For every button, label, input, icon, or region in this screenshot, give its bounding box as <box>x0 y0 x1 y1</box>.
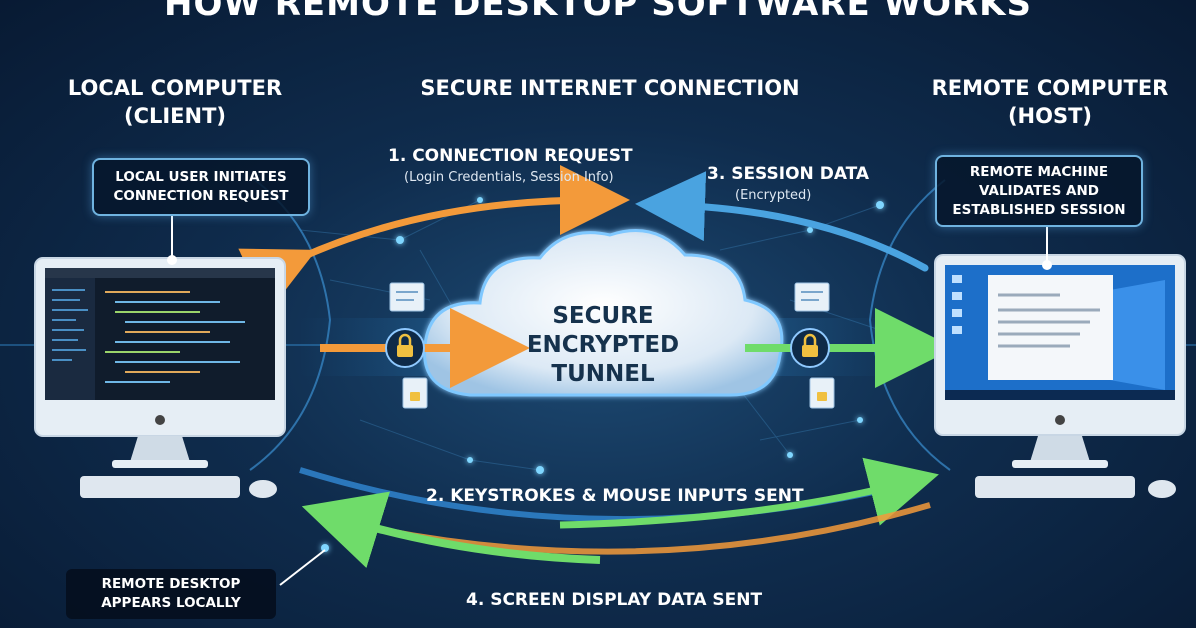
step-2-label: 2. KEYSTROKES & MOUSE INPUTS SENT <box>426 486 804 506</box>
local-callout-line2: CONNECTION REQUEST <box>113 188 289 204</box>
diagram-title: HOW REMOTE DESKTOP SOFTWARE WORKS <box>164 0 1032 24</box>
remote-callout-line3: ESTABLISHED SESSION <box>952 201 1126 218</box>
lock-icon-left <box>385 328 425 368</box>
remote-keyboard <box>975 476 1176 498</box>
remote-callout-line1: REMOTE MACHINE <box>969 163 1109 180</box>
bottom-callout-line1: REMOTE DESKTOP <box>101 576 241 592</box>
remote-machine-callout: REMOTE MACHINE VALIDATES AND ESTABLISHED… <box>935 155 1143 227</box>
internet-connection-header: SECURE INTERNET CONNECTION <box>420 76 800 100</box>
secure-tunnel-cloud: SECURE ENCRYPTED TUNNEL <box>488 302 718 389</box>
cloud-line3: TUNNEL <box>551 361 655 387</box>
remote-header-line1: REMOTE COMPUTER <box>931 76 1169 100</box>
step-4-label: 4. SCREEN DISPLAY DATA SENT <box>466 590 763 610</box>
lock-icon-right <box>790 328 830 368</box>
local-header-line1: LOCAL COMPUTER <box>67 76 283 100</box>
cloud-line2: ENCRYPTED <box>526 332 680 358</box>
remote-desktop-appears-callout: REMOTE DESKTOP APPEARS LOCALLY <box>66 569 276 619</box>
remote-computer-header: REMOTE COMPUTER (HOST) <box>925 74 1175 130</box>
step-3-sublabel: (Encrypted) <box>735 188 812 203</box>
local-user-callout: LOCAL USER INITIATES CONNECTION REQUEST <box>92 158 310 216</box>
step-1-sublabel: (Login Credentials, Session Info) <box>404 170 614 185</box>
bottom-callout-line2: APPEARS LOCALLY <box>101 595 241 611</box>
local-computer-monitor <box>34 257 286 468</box>
local-header-line2: (CLIENT) <box>123 104 227 128</box>
step-3-label: 3. SESSION DATA <box>707 164 870 184</box>
remote-header-line2: (HOST) <box>1007 104 1093 128</box>
step-1-label: 1. CONNECTION REQUEST <box>388 146 633 166</box>
local-computer-header: LOCAL COMPUTER (CLIENT) <box>60 74 290 130</box>
remote-callout-line2: VALIDATES AND <box>978 182 1099 199</box>
cloud-line1: SECURE <box>552 303 654 329</box>
local-callout-line1: LOCAL USER INITIATES <box>115 169 287 185</box>
remote-computer-monitor <box>934 254 1186 468</box>
local-keyboard <box>80 476 277 498</box>
